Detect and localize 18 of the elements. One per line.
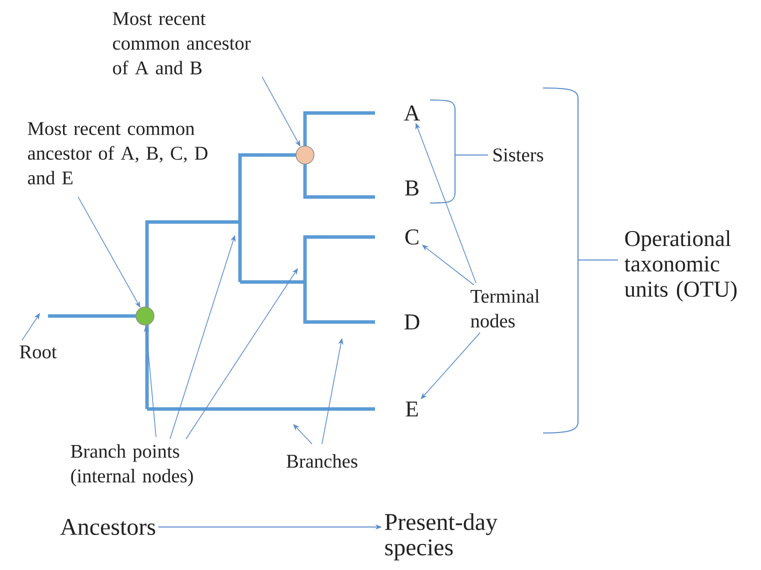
- leaf-label: D: [404, 314, 420, 330]
- annotation-text: Most recent common ancestor of A and B: [112, 12, 251, 74]
- leaf-label: A: [404, 106, 420, 120]
- leaf-label: B: [405, 180, 418, 196]
- annotation-text: Terminal nodes: [470, 289, 540, 328]
- leader-arrow: [293, 424, 312, 444]
- branch-point: [296, 146, 314, 164]
- annotation-text: Present-day species: [384, 513, 498, 560]
- annotation-text: Most recent common ancestor of A, B, C, D and E: [28, 122, 208, 184]
- annotation-text: Ancestors: [60, 518, 156, 536]
- annotation-text: Sisters: [494, 148, 544, 162]
- annotation-text: Branches: [286, 454, 358, 468]
- annotation-text: Branch points (internal nodes): [70, 444, 193, 486]
- branch-point: [136, 306, 154, 326]
- leaf-label: E: [406, 402, 418, 416]
- annotation-text: Operational taxonomic units (OTU): [624, 230, 737, 302]
- leaf-label: C: [405, 229, 418, 245]
- annotation-text: Root: [20, 346, 57, 358]
